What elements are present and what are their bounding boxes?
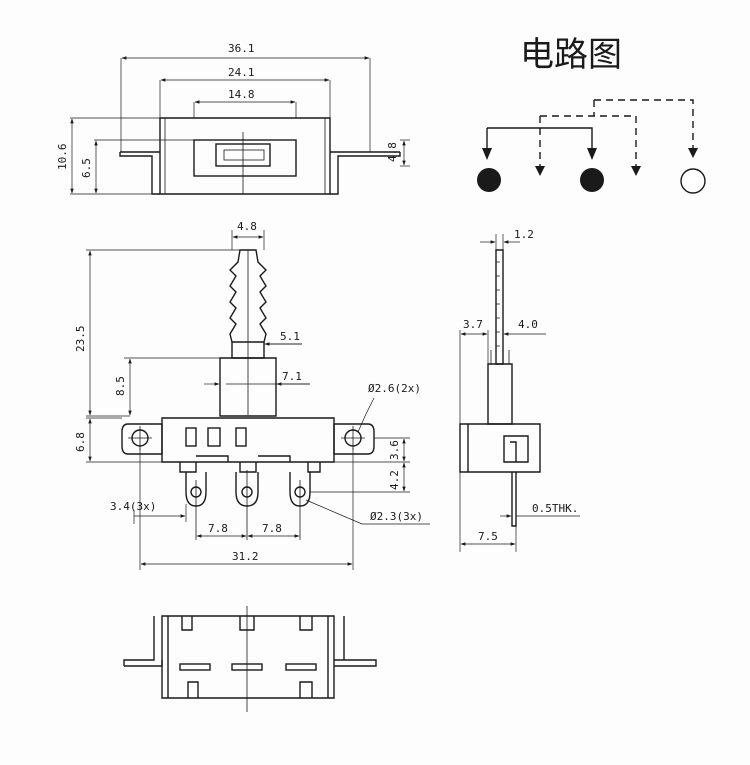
dim-base-width: 7.5 — [478, 530, 498, 543]
circuit-diagram-title: 电路图 — [520, 35, 622, 75]
dim-tip-width: 1.2 — [514, 228, 534, 241]
dim-window-width: 14.8 — [228, 88, 255, 101]
dim-thickness: 0.5THK. — [532, 502, 578, 515]
dim-hole-diameter: Ø2.6(2x) — [368, 382, 421, 395]
dim-stem-side: 4.0 — [518, 318, 538, 331]
dim-body-height-front: 6.8 — [74, 432, 87, 452]
terminal-dot-left — [477, 168, 501, 192]
dim-pin-drop: 4.2 — [388, 470, 401, 490]
dim-pin-hole-diameter: Ø2.3(3x) — [370, 510, 423, 523]
dim-knob-base: 5.1 — [280, 330, 300, 343]
dim-stem-width: 7.1 — [282, 370, 302, 383]
dim-mount-width: 24.1 — [228, 66, 255, 79]
dim-total-height: 10.6 — [56, 144, 69, 171]
dim-actuator-height: 23.5 — [74, 326, 87, 353]
circuit-schematic — [477, 99, 706, 194]
bottom-view — [123, 606, 377, 712]
dim-body-height: 6.5 — [80, 158, 93, 178]
dim-left-offset: 3.7 — [463, 318, 483, 331]
dim-pin-pitch-2: 7.8 — [262, 522, 282, 535]
dim-flange-height: 4.8 — [386, 142, 399, 162]
dim-pin-pitch-1: 7.8 — [208, 522, 228, 535]
front-view: 4.8 5.1 7.1 23.5 8.5 — [74, 220, 430, 570]
dim-stem-height: 8.5 — [114, 376, 127, 396]
dim-overall-width: 36.1 — [228, 42, 255, 55]
top-view: 36.1 24.1 14.8 10.6 6.5 — [56, 42, 410, 195]
side-view: 1.2 3.7 4.0 0.5THK. 7.5 — [459, 228, 580, 552]
dim-knob-width: 4.8 — [237, 220, 257, 233]
terminal-dot-right — [680, 168, 706, 194]
dim-pin-offset: 3.6 — [388, 440, 401, 460]
terminal-dot-center — [580, 168, 604, 192]
dim-pin-diameter: 3.4(3x) — [110, 500, 156, 513]
dim-overall-span: 31.2 — [232, 550, 259, 563]
